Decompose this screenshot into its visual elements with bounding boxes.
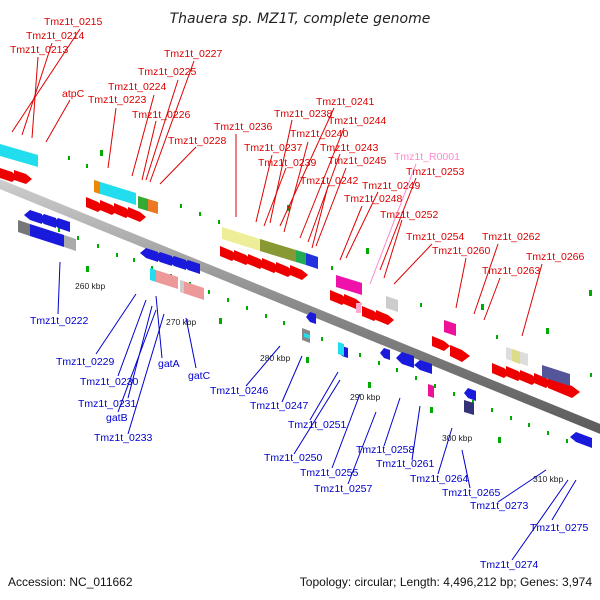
genome-summary-text: Topology: circular; Length: 4,496,212 bp…: [300, 575, 593, 589]
scale-label: 270 kbp: [166, 317, 197, 327]
reverse-gene-labels: Tmz1t_0222 Tmz1t_0229 Tmz1t_0230 gatA ga…: [30, 315, 589, 571]
gene-label: gatB: [106, 412, 128, 424]
gene-label: Tmz1t_0275: [530, 522, 589, 534]
gene-label: Tmz1t_0247: [250, 400, 309, 412]
gene-label: Tmz1t_0236: [214, 121, 273, 133]
map-title: Thauera sp. MZ1T, complete genome: [170, 11, 431, 27]
gene-label: Tmz1t_0222: [30, 315, 89, 327]
gene-label: Tmz1t_0254: [406, 231, 465, 243]
gene-label: Tmz1t_0239: [258, 157, 317, 169]
gene-label: Tmz1t_0242: [300, 175, 359, 187]
gene-label: Tmz1t_0253: [406, 166, 465, 178]
gene-label: Tmz1t_0231: [78, 398, 137, 410]
gene-label: gatC: [188, 370, 211, 382]
gene-label: Tmz1t_0238: [274, 108, 333, 120]
reverse-leader-lines: [57, 261, 577, 561]
gene-label: Tmz1t_0229: [56, 356, 115, 368]
gene-label: Tmz1t_0215: [44, 16, 103, 28]
gene-label: Tmz1t_0230: [80, 376, 139, 388]
gene-label: Tmz1t_0263: [482, 265, 541, 277]
gene-label: Tmz1t_0227: [164, 48, 223, 60]
gene-label: Tmz1t_0264: [410, 473, 469, 485]
gene-label: Tmz1t_0233: [94, 432, 153, 444]
gene-label: Tmz1t_0223: [88, 94, 147, 106]
gene-label: Tmz1t_0245: [328, 155, 387, 167]
gene-label: Tmz1t_0228: [168, 135, 227, 147]
gene-label: Tmz1t_0273: [470, 500, 529, 512]
gene-label: Tmz1t_0262: [482, 231, 541, 243]
scale-label: 260 kbp: [75, 281, 106, 291]
scale-label: 280 kbp: [260, 353, 291, 363]
scale-label: 300 kbp: [442, 433, 473, 443]
gene-label: Tmz1t_0248: [344, 193, 403, 205]
gene-label: Tmz1t_0255: [300, 467, 359, 479]
accession-text: Accession: NC_011662: [8, 575, 133, 589]
gene-label: Tmz1t_0214: [26, 30, 85, 42]
rna-label: Tmz1t_R0001: [394, 151, 460, 163]
gene-label: atpC: [62, 88, 85, 100]
reverse-gene-blocks: [18, 220, 474, 415]
gene-label: Tmz1t_0252: [380, 209, 439, 221]
gene-label: Tmz1t_0250: [264, 452, 323, 464]
rna-leader-lines: [369, 163, 417, 285]
gene-label: Tmz1t_0240: [290, 128, 349, 140]
gene-label: Tmz1t_0251: [288, 419, 347, 431]
genome-axis: [0, 179, 600, 434]
gene-label: Tmz1t_0258: [356, 444, 415, 456]
gene-label: gatA: [158, 358, 180, 370]
gene-label: Tmz1t_0213: [10, 44, 69, 56]
reverse-genes: [24, 210, 592, 448]
gene-label: Tmz1t_0266: [526, 251, 585, 263]
forward-gene-labels: Tmz1t_0215 Tmz1t_0214 Tmz1t_0213 atpC Tm…: [10, 16, 585, 277]
gene-label: Tmz1t_0225: [138, 66, 197, 78]
forward-gene-blocks: [0, 144, 570, 386]
gene-label: Tmz1t_0257: [314, 483, 373, 495]
gene-label: Tmz1t_0261: [376, 458, 435, 470]
gene-label: Tmz1t_0224: [108, 81, 167, 93]
scale-label: 290 kbp: [350, 392, 381, 402]
scale-label: 310 kbp: [533, 474, 564, 484]
gene-label: Tmz1t_0265: [442, 487, 501, 499]
gene-label: Tmz1t_0249: [362, 180, 421, 192]
gene-label: Tmz1t_0237: [244, 142, 303, 154]
gene-label: Tmz1t_0260: [432, 245, 491, 257]
gene-label: Tmz1t_0241: [316, 96, 375, 108]
gene-label: Tmz1t_0274: [480, 559, 539, 571]
gene-label: Tmz1t_0243: [320, 142, 379, 154]
forward-genes: [0, 168, 580, 398]
gene-label: Tmz1t_0246: [210, 385, 269, 397]
scale-labels: 260 kbp 270 kbp 280 kbp 290 kbp 300 kbp …: [75, 281, 564, 484]
gene-label: Tmz1t_0244: [328, 115, 387, 127]
gene-label: Tmz1t_0226: [132, 109, 191, 121]
forward-leader-lines: [11, 28, 543, 337]
